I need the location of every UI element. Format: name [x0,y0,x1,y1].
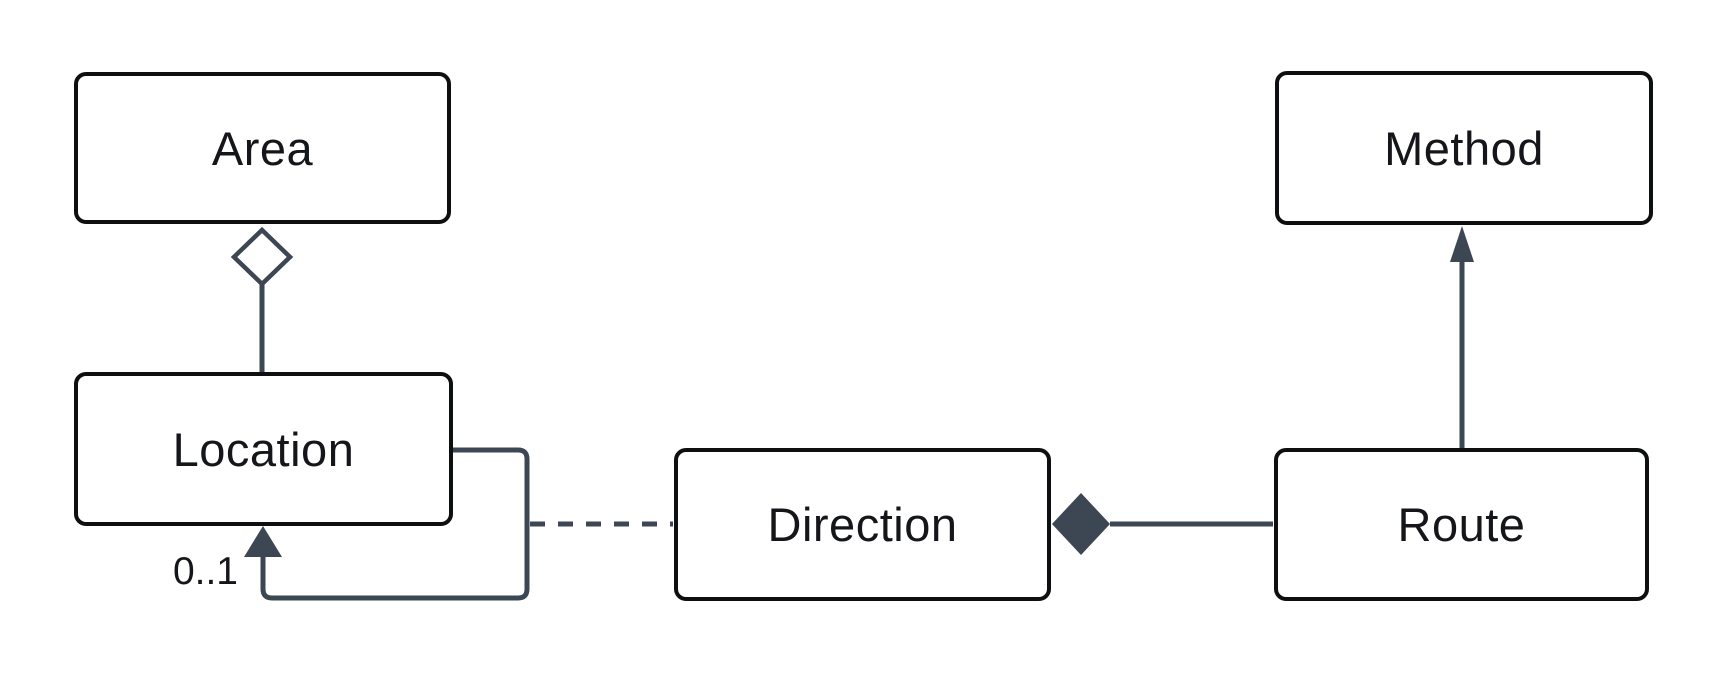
node-direction-label: Direction [767,498,958,551]
edge-route-method-arrow [1450,226,1474,449]
node-route-label: Route [1397,498,1526,551]
node-direction[interactable]: Direction [674,448,1051,601]
edge-route-direction-composition [1052,493,1273,555]
multiplicity-label: 0..1 [172,550,238,593]
edge-location-self-association [244,447,530,601]
node-route[interactable]: Route [1274,448,1649,601]
self-association-arrowhead-icon [244,526,282,557]
node-area[interactable]: Area [74,72,451,224]
node-method[interactable]: Method [1275,71,1653,225]
node-location[interactable]: Location [74,372,453,526]
node-location-label: Location [172,422,355,476]
edge-location-area-aggregation [230,226,294,372]
method-arrowhead-icon [1450,226,1474,262]
composition-diamond-icon [1052,493,1110,555]
node-method-label: Method [1384,121,1544,175]
node-area-label: Area [211,121,314,175]
aggregation-diamond-icon [230,226,294,288]
